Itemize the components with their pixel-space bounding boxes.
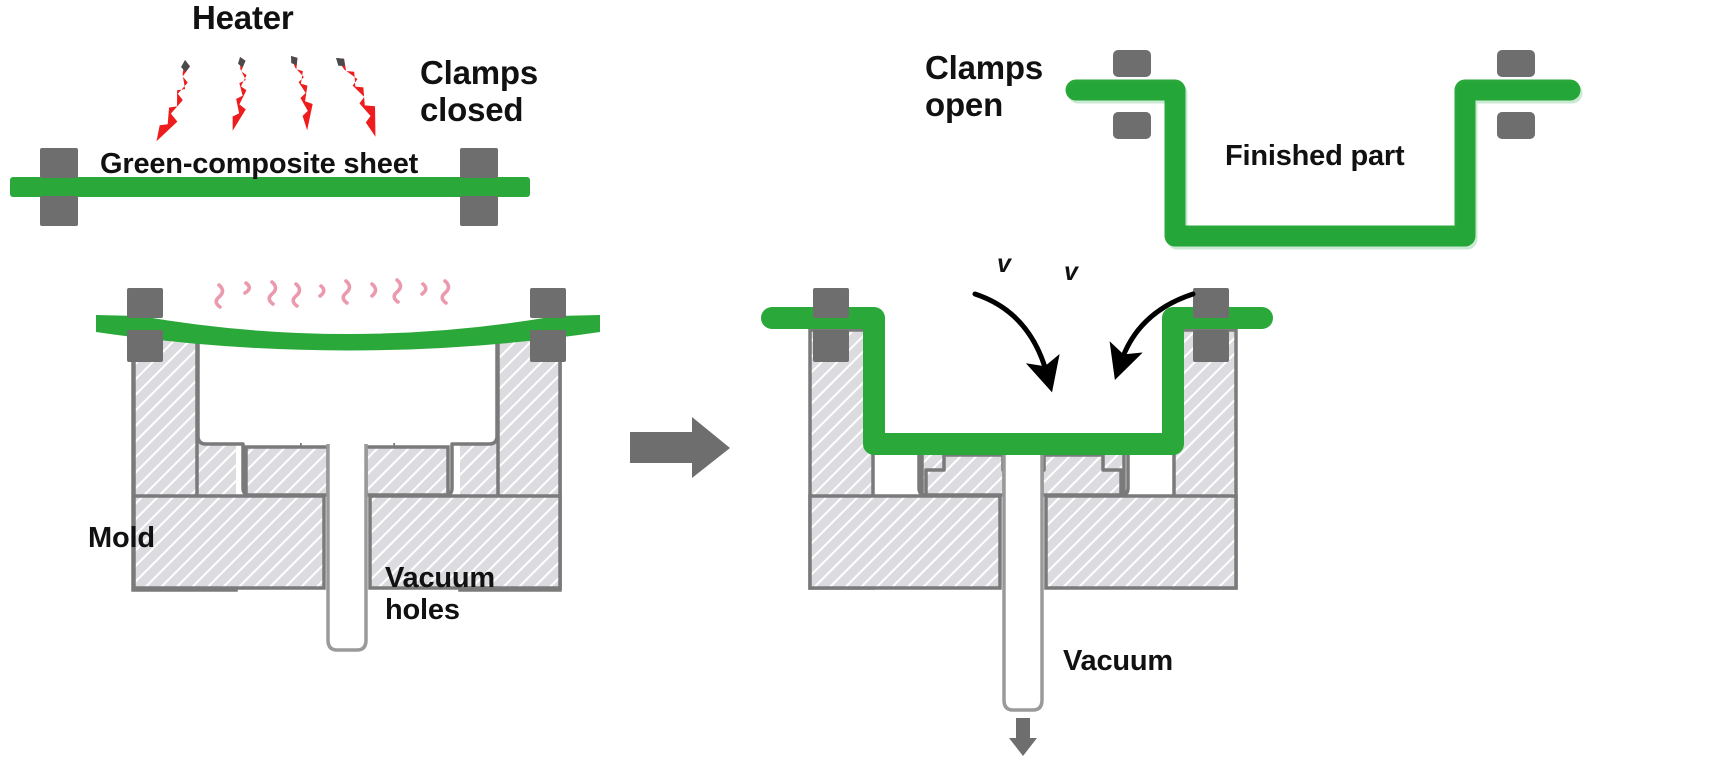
vacuum-flow-arrows-group: [972, 291, 1196, 393]
finished-part-label: Finished part: [1225, 140, 1405, 172]
stage2-finished-part-group: [1065, 50, 1583, 250]
heat-squiggles-group: [214, 278, 451, 309]
flow-arrow-left-label: v: [997, 250, 1011, 278]
vacuum-holes-label: Vacuum holes: [385, 562, 496, 627]
heater-label: Heater: [192, 0, 294, 36]
green-composite-sheet-formed: [761, 307, 1273, 455]
clamp-right-mold: [530, 288, 566, 362]
clamp-left-mold-2: [813, 288, 849, 362]
vacuum-label: Vacuum: [1063, 645, 1174, 677]
clamp-right-mold-2: [1193, 288, 1229, 362]
heater-ray-icon: [336, 58, 376, 137]
heater-ray-icon: [156, 60, 190, 142]
stage-transition-arrow: [630, 417, 730, 478]
stage1-mold-group: [96, 278, 600, 652]
green-composite-sheet-flat: [10, 177, 530, 197]
clamps-closed-label: Clamps closed: [420, 54, 539, 128]
clamp-finished-right: [1497, 50, 1535, 139]
mold-base-right: [368, 494, 562, 590]
heater-ray-icon: [291, 56, 313, 131]
mold-base-left: [132, 494, 326, 590]
flow-arrow-right-label: v: [1064, 258, 1078, 286]
vacuum-flow-arrow-left: [972, 291, 1060, 393]
clamp-finished-left: [1113, 50, 1151, 139]
vacuum-tube-left: [326, 444, 368, 652]
green-composite-sheet-sagging: [96, 315, 600, 351]
heater-rays-group: [156, 56, 376, 142]
clamps-open-label: Clamps open: [925, 49, 1044, 123]
vacuum-exit-arrow: [1009, 718, 1037, 756]
heater-ray-icon: [232, 57, 247, 131]
finished-part-highlight: [1067, 82, 1583, 250]
green-composite-sheet-label: Green-composite sheet: [100, 148, 419, 180]
mold-base-right-2: [1044, 494, 1238, 590]
vacuum-tube-right: [1002, 444, 1044, 712]
finished-part-profile: [1065, 79, 1581, 247]
mold-base-left-2: [808, 494, 1002, 590]
stage2-mold-group: [761, 288, 1273, 756]
clamp-left-closed: [40, 148, 78, 226]
clamp-left-mold: [127, 288, 163, 362]
mold-label: Mold: [88, 522, 155, 554]
vacuum-flow-arrow-right: [1109, 291, 1196, 380]
clamp-right-closed: [460, 148, 498, 226]
mold-plenum-right: [364, 445, 450, 497]
stage1-heating-group: [10, 56, 530, 226]
mold-plenum-left: [244, 445, 330, 497]
